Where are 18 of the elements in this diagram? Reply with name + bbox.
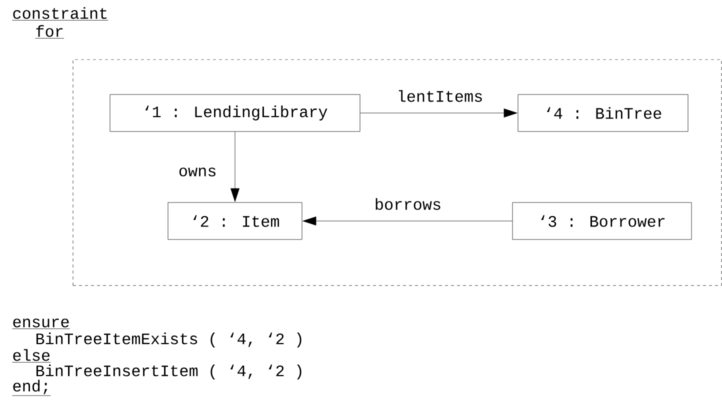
keyword: else — [12, 349, 51, 362]
object-box: ‘3 : Borrower — [512, 202, 692, 240]
dashed-frame — [72, 59, 722, 286]
object-box: ‘1 : LendingLibrary — [110, 94, 360, 132]
edge-label: owns — [179, 168, 216, 176]
keyword: constraint — [12, 7, 108, 20]
arrow — [302, 216, 512, 226]
keyword: end; — [12, 380, 51, 396]
keyword: for — [35, 25, 64, 38]
object-box: ‘2 : Item — [168, 202, 302, 240]
arrow — [360, 108, 518, 118]
code-line: BinTreeInsertItem ( ‘4, ‘2 ) — [36, 364, 302, 380]
code-line: BinTreeItemExists ( ‘4, ‘2 ) — [36, 332, 302, 348]
edge-label: borrows — [376, 198, 440, 210]
object-box: ‘4 : BinTree — [518, 94, 688, 132]
edge-label: lentItems — [398, 90, 482, 102]
arrow — [230, 132, 240, 202]
keyword: ensure — [12, 318, 70, 329]
